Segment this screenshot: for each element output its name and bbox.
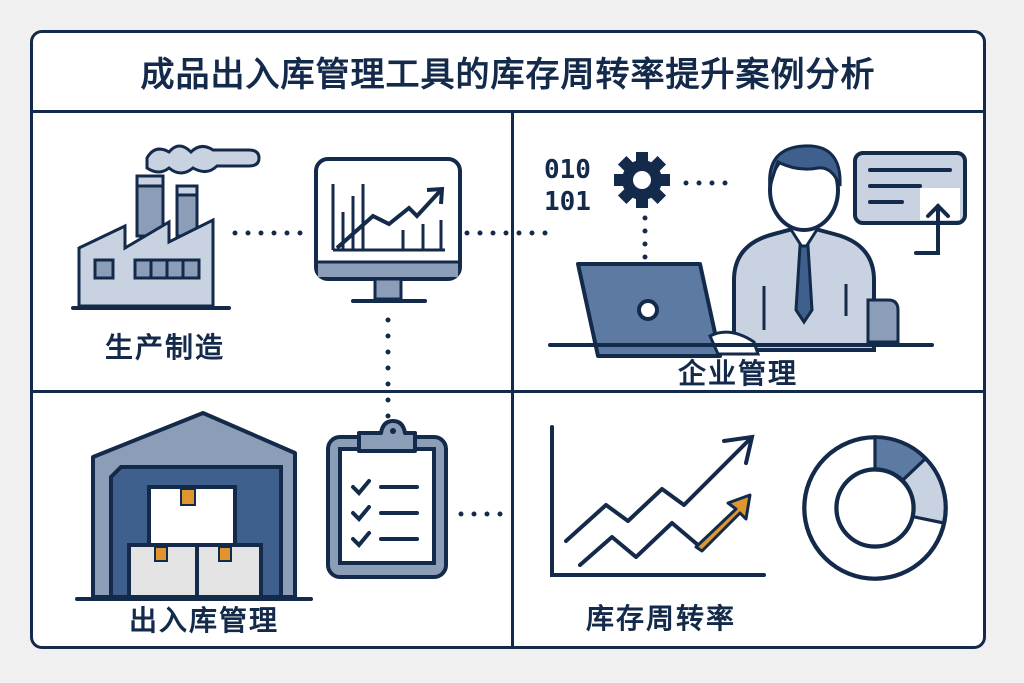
warehouse-icon [75,411,313,601]
gear-icon [614,152,670,208]
dotted-connector [464,230,554,236]
dotted-connector [458,511,506,517]
page-title: 成品出入库管理工具的库存周转率提升案例分析 [140,55,876,95]
panel-warehouse: 出入库管理 [33,393,511,646]
dotted-connector [232,230,306,236]
binary-code-icon: 010 101 [544,155,591,217]
label-warehouse: 出入库管理 [129,604,280,637]
donut-chart-icon [802,435,948,581]
panel-turnover: 库存周转率 [514,393,983,646]
trend-chart-icon [550,425,766,577]
panel-management: 010 101 [514,116,983,390]
infographic-frame: 成品出入库管理工具的库存周转率提升案例分析 [30,30,986,649]
panel-production: 生产制造 [33,116,554,447]
laptop-icon [576,262,761,358]
desk-line [548,343,934,347]
upload-card-icon [853,151,967,255]
horizontal-divider [33,390,983,393]
label-production: 生产制造 [105,331,226,364]
factory-icon [71,144,261,310]
label-management: 企业管理 [678,357,799,390]
clipboard-checklist-icon [326,419,448,579]
monitor-chart-icon [314,157,462,303]
dotted-connector [385,317,391,447]
label-turnover: 库存周转率 [586,602,737,635]
businessman-icon [732,144,876,352]
chair-icon [866,298,900,344]
title-bar: 成品出入库管理工具的库存周转率提升案例分析 [33,33,983,113]
vertical-divider [511,113,514,646]
